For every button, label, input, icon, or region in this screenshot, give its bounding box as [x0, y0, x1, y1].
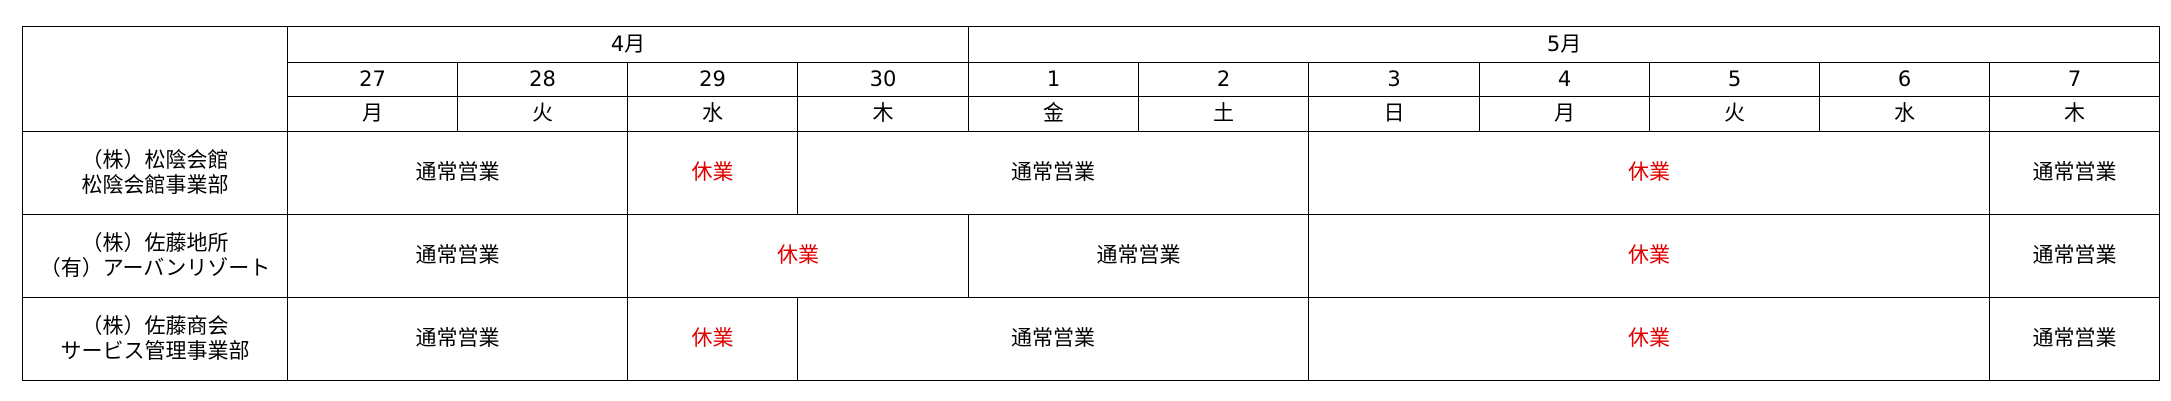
- company-name-line: （株）松陰会館: [81, 147, 229, 172]
- corner-cell: [22, 26, 288, 132]
- date-row: 27 28 29 30 1 2 3 4 5 6 7: [23, 62, 2161, 97]
- weekday-cell: 月: [287, 96, 458, 132]
- weekday-row: 月 火 水 木 金 土 日 月 火 水 木: [23, 96, 2161, 132]
- weekday-cell: 金: [968, 96, 1139, 132]
- company-name-cell: （株）松陰会館 松陰会館事業部: [22, 131, 288, 215]
- weekday-cell: 土: [1138, 96, 1309, 132]
- closed-period-cell: 休業: [1308, 214, 1990, 298]
- weekday-cell: 火: [457, 96, 628, 132]
- date-cell: 28: [457, 62, 628, 97]
- company-name-line: （株）佐藤地所: [81, 230, 229, 255]
- month-header-row: 4月 5月: [22, 26, 2161, 132]
- company-name-cell: （株）佐藤地所 （有）アーバンリゾート: [22, 214, 288, 298]
- date-cell: 3: [1308, 62, 1480, 97]
- company-name-line: （株）佐藤商会: [81, 313, 229, 338]
- date-cell: 5: [1649, 62, 1820, 97]
- closed-period-cell: 休業: [1308, 131, 1990, 215]
- open-period-cell: 通常営業: [287, 131, 628, 215]
- weekday-cell: 木: [1988, 96, 2161, 132]
- date-cell: 7: [1988, 62, 2161, 97]
- company-division-line: サービス管理事業部: [60, 339, 250, 363]
- month-april: 4月: [287, 26, 969, 63]
- company-division-line: （有）アーバンリゾート: [39, 256, 271, 280]
- weekday-cell: 火: [1649, 96, 1820, 132]
- weekday-cell: 月: [1479, 96, 1650, 132]
- closed-period-cell: 休業: [627, 214, 969, 298]
- open-period-cell: 通常営業: [287, 297, 628, 381]
- date-cell: 27: [287, 62, 458, 97]
- date-cell: 6: [1819, 62, 1990, 97]
- weekday-cell: 水: [1819, 96, 1990, 132]
- open-period-cell: 通常営業: [1988, 131, 2161, 215]
- open-period-cell: 通常営業: [1988, 297, 2161, 381]
- weekday-cell: 日: [1308, 96, 1480, 132]
- company-name-cell: （株）佐藤商会 サービス管理事業部: [22, 297, 288, 381]
- weekday-cell: 水: [627, 96, 798, 132]
- weekday-cell: 木: [797, 96, 969, 132]
- company-row-shoin: （株）松陰会館 松陰会館事業部 通常営業 休業 通常営業 休業 通常営業: [22, 131, 2161, 215]
- company-row-sato-shokai: （株）佐藤商会 サービス管理事業部 通常営業 休業 通常営業 休業 通常営業: [22, 297, 2161, 381]
- date-cell: 4: [1479, 62, 1650, 97]
- closed-period-cell: 休業: [627, 297, 798, 381]
- open-period-cell: 通常営業: [797, 297, 1309, 381]
- business-schedule-table: 4月 5月 27 28 29 30 1 2 3 4 5 6 7 月 火 水 木 …: [22, 26, 2161, 381]
- date-cell: 2: [1138, 62, 1309, 97]
- company-row-sato-jisho: （株）佐藤地所 （有）アーバンリゾート 通常営業 休業 通常営業 休業 通常営業: [22, 214, 2161, 298]
- company-division-line: 松陰会館事業部: [81, 173, 229, 197]
- closed-period-cell: 休業: [1308, 297, 1990, 381]
- month-may: 5月: [967, 26, 2161, 63]
- date-cell: 1: [968, 62, 1139, 97]
- open-period-cell: 通常営業: [968, 214, 1309, 298]
- closed-period-cell: 休業: [627, 131, 798, 215]
- date-cell: 30: [797, 62, 969, 97]
- open-period-cell: 通常営業: [797, 131, 1309, 215]
- date-cell: 29: [627, 62, 798, 97]
- open-period-cell: 通常営業: [1988, 214, 2161, 298]
- open-period-cell: 通常営業: [287, 214, 628, 298]
